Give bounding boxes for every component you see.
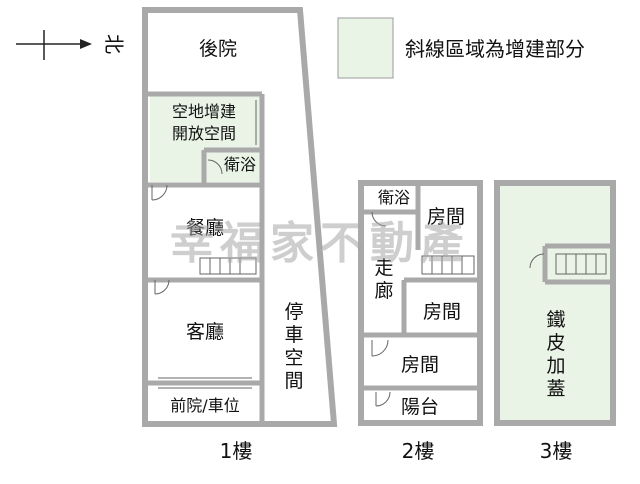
room-dining: 餐廳 — [186, 217, 224, 239]
compass: 北 — [16, 30, 126, 60]
floor-3-caption: 3樓 — [540, 439, 573, 463]
watermark: 幸福家不動產 — [170, 218, 470, 269]
room-bathroom-2f: 衛浴 — [378, 188, 410, 207]
room-corridor-line2: 廊 — [374, 280, 393, 302]
room-balcony: 陽台 — [401, 396, 439, 418]
floor-2-outer-wall — [358, 180, 483, 426]
legend-swatch — [337, 17, 394, 79]
room-parking-line1: 停 — [284, 301, 303, 323]
room-parking-line3: 空 — [284, 347, 303, 369]
room-bedroom-c: 房間 — [401, 354, 439, 376]
room-corridor-line1: 走 — [374, 257, 393, 279]
room-roof-line4: 蓋 — [546, 378, 565, 400]
legend-text: 斜線區域為增建部分 — [405, 37, 585, 61]
legend: 斜線區域為增建部分 — [337, 17, 585, 79]
room-roof-line2: 皮 — [546, 332, 565, 354]
room-open-space-line2: 開放空間 — [172, 124, 236, 143]
floor-1-plan: 後院 空地增建 開放空間 衛浴 餐廳 客廳 停 車 空 間 前院/車位 1樓 — [142, 7, 338, 463]
room-open-space-line1: 空地增建 — [172, 102, 236, 121]
room-roof-line3: 加 — [546, 355, 565, 377]
room-front-yard: 前院/車位 — [170, 396, 239, 415]
room-bedroom-b: 房間 — [423, 301, 461, 323]
room-bathroom-1f: 衛浴 — [224, 155, 256, 174]
floor-1-caption: 1樓 — [220, 439, 253, 463]
room-parking-line2: 車 — [284, 324, 303, 346]
compass-arrow-icon — [80, 39, 92, 49]
room-roof-line1: 鐵 — [546, 309, 565, 331]
floor-2-plan: 衛浴 房間 走 廊 房間 房間 陽台 2樓 — [358, 180, 483, 463]
room-backyard: 後院 — [199, 38, 237, 60]
room-bedroom-a: 房間 — [427, 206, 465, 228]
floor-3-outer-wall — [494, 180, 616, 426]
compass-north-label: 北 — [102, 34, 126, 54]
floor-1-outer-wall — [142, 7, 338, 427]
room-living: 客廳 — [186, 321, 224, 343]
floor-2-caption: 2樓 — [402, 439, 435, 463]
room-parking-line4: 間 — [284, 370, 303, 392]
floor-3-plan: 鐵 皮 加 蓋 3樓 — [494, 180, 616, 463]
